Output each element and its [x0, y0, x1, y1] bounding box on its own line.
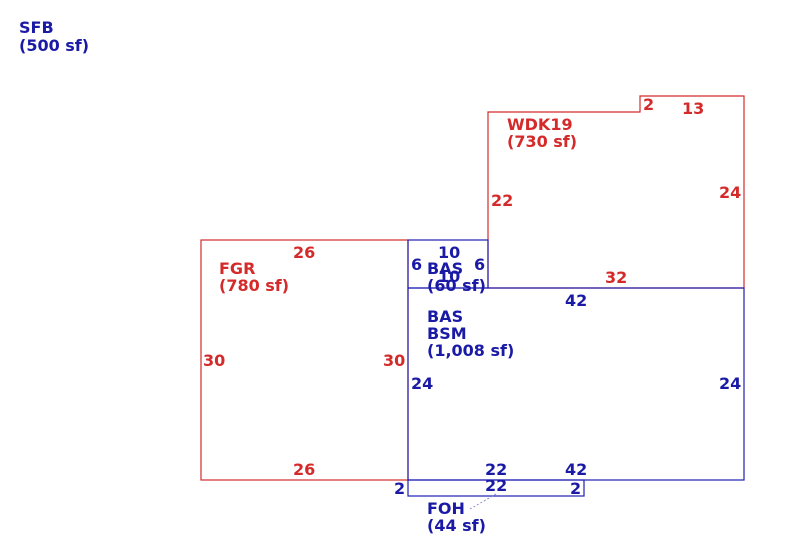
fgr-dim-right: 30 [383, 351, 405, 370]
wdk-dim-right: 24 [719, 183, 741, 202]
bas-small-dim-bottom: 10 [438, 267, 460, 286]
fgr-dim-top: 26 [293, 243, 315, 262]
fgr-code: FGR [219, 259, 255, 278]
fgr-dim-bottom: 26 [293, 460, 315, 479]
summary-code: SFB [19, 18, 54, 37]
bsm-dim-right: 24 [719, 374, 741, 393]
foh-dim-top: 22 [485, 476, 507, 495]
bas-small-code: BAS [427, 259, 463, 278]
foh-code: FOH [427, 499, 465, 518]
foh-leader-line [469, 493, 497, 510]
fgr-area: (780 sf) [219, 276, 289, 295]
bas-small-dim-right: 6 [474, 255, 485, 274]
bas-small-dim-left: 6 [411, 255, 422, 274]
wdk-dim-bottom: 32 [605, 268, 627, 287]
bsm-area: (1,008 sf) [427, 341, 514, 360]
foh-dim-right: 2 [570, 479, 581, 498]
foh-dim-left: 2 [394, 479, 405, 498]
foh-area: (44 sf) [427, 516, 486, 535]
bsm-dim-bottom-a: 22 [485, 460, 507, 479]
wdk-dim-top: 13 [682, 99, 704, 118]
bsm-code-1: BAS [427, 307, 463, 326]
bsm-dim-left: 24 [411, 374, 433, 393]
wdk-dim-left: 22 [491, 191, 513, 210]
bsm-code-2: BSM [427, 324, 467, 343]
summary-area: (500 sf) [19, 36, 89, 55]
wdk-area: (730 sf) [507, 132, 577, 151]
bsm-dim-bottom-b: 42 [565, 460, 587, 479]
foh-porch-outline [407, 479, 585, 497]
bas-small-dim-top: 10 [438, 243, 460, 262]
fgr-dim-left: 30 [203, 351, 225, 370]
wdk-code: WDK19 [507, 115, 573, 134]
bas-small-area: (60 sf) [427, 276, 486, 295]
wdk-dim-step: 2 [643, 95, 654, 114]
bsm-dim-top: 42 [565, 291, 587, 310]
